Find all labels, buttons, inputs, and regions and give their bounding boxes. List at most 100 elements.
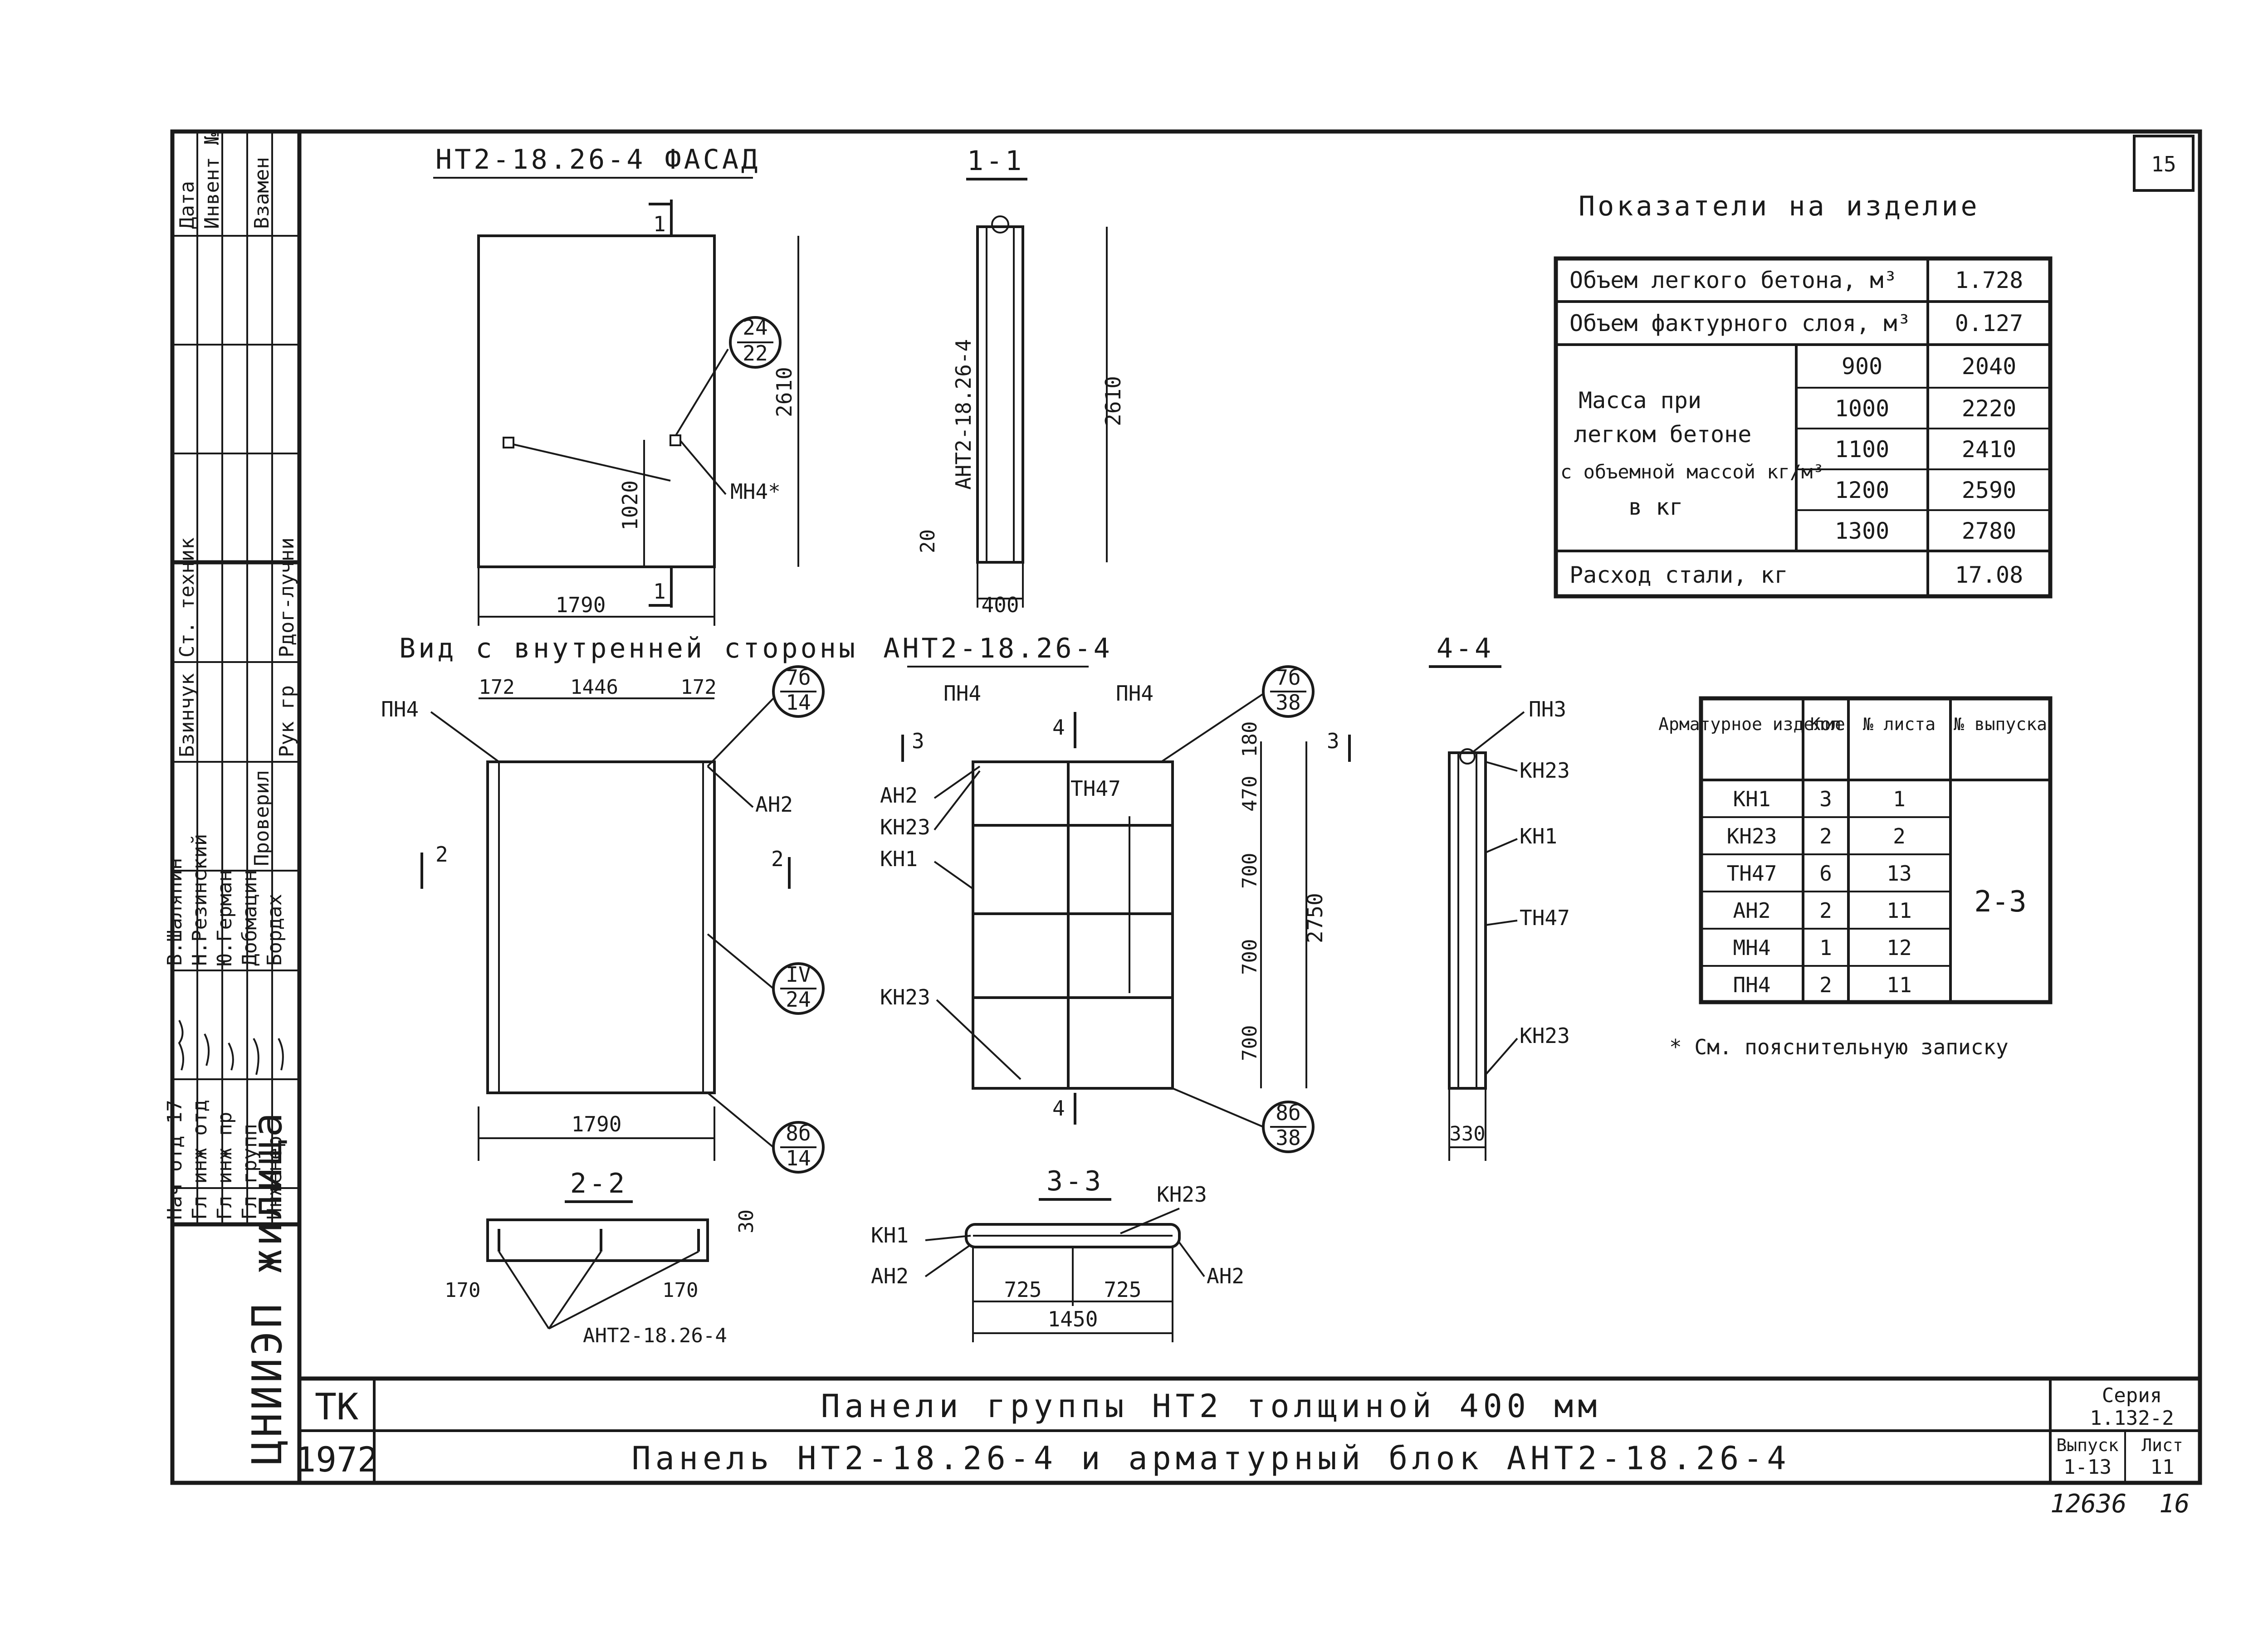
inner-dim-right: 172 [680, 676, 716, 699]
section-2-2: 2-2 АНТ2-18.26-4 170 170 30 [445, 1168, 758, 1347]
sec33-label-kn1: КН1 [871, 1223, 909, 1247]
ind-mass-5: 2780 [1962, 518, 2016, 544]
ind-row2-label: Объем фактурного слоя, м³ [1569, 310, 1911, 336]
block-dim-2: 700 [1238, 853, 1261, 889]
org-name: ЦНИИЭП жилища [244, 1110, 291, 1465]
sec22-dim-left: 170 [445, 1279, 480, 1302]
spec-r6-sheet: 11 [1887, 973, 1911, 997]
ind-mass-1: 2040 [1962, 353, 2016, 380]
stamp-page: 16 [2159, 1489, 2190, 1519]
ind-mass-label-1: Масса при [1579, 387, 1701, 414]
spec-r2-item: КН23 [1727, 824, 1777, 848]
stamp-role-1: Нач отд 17 [163, 1100, 186, 1220]
inner-cut-left: 2 [435, 842, 448, 867]
spec-r4-item: АН2 [1733, 898, 1770, 923]
block-circle2-bottom: 38 [1276, 1126, 1300, 1150]
spec-r5-sheet: 12 [1887, 936, 1911, 960]
stamp-name-1: В.Шаляпин [163, 858, 186, 966]
sheet-frame [170, 129, 2202, 1485]
sec33-label-kn23: КН23 [1157, 1182, 1207, 1207]
spec-table: Арматурное изделие Кол № листа № выпуска… [1658, 696, 2053, 1059]
spec-issue: 2-3 [1974, 885, 2027, 919]
facade-dim-width: 1790 [556, 593, 606, 617]
stamp-role-2: Гл инж отд [188, 1100, 211, 1220]
spec-r2-qty: 2 [1819, 824, 1832, 848]
section-1-1: 1-1 АНТ2-18.26-4 2610 20 400 [916, 145, 1125, 617]
sec11-block-label: АНТ2-18.26-4 [951, 339, 976, 490]
spec-r3-sheet: 13 [1887, 861, 1911, 886]
facade-circle-top: 24 [743, 315, 767, 340]
spec-note: * См. пояснительную записку [1669, 1035, 2009, 1059]
block-dim-3: 700 [1238, 939, 1261, 975]
ind-mass-label-2: легком бетоне [1574, 421, 1751, 448]
facade-title: НТ2-18.26-4 ФАСАД [435, 144, 760, 175]
spec-header-issue: № выпуска [1954, 714, 2047, 734]
block-dim-4: 700 [1238, 1025, 1261, 1061]
ind-mass-4: 2590 [1962, 477, 2016, 503]
block-label-an2: АН2 [880, 783, 918, 808]
ind-density-5: 1300 [1835, 518, 1889, 544]
block-title: АНТ2-18.26-4 [883, 633, 1112, 664]
sec33-label-an2-left: АН2 [871, 1264, 909, 1288]
inner-view: Вид с внутренней стороны 172 1446 172 ПН… [381, 633, 855, 1174]
block-cut4-top: 4 [1052, 715, 1065, 740]
block-cut3-right: 3 [1327, 729, 1339, 753]
spec-header-item: Арматурное изделие [1658, 714, 1845, 734]
page-number: 15 [2151, 152, 2176, 176]
sec44-label-kn1: КН1 [1520, 824, 1557, 848]
facade-circle-bottom: 22 [743, 341, 767, 365]
tb-year: 1972 [295, 1439, 378, 1480]
spec-r6-item: ПН4 [1733, 973, 1770, 997]
ind-density-1: 900 [1842, 353, 1882, 380]
reinforcement-block: АНТ2-18.26-4 ПН4 ПН4 АН2 КН23 КН1 ТН47 К… [880, 633, 1351, 1153]
spec-r5-qty: 1 [1819, 936, 1832, 960]
facade-view: НТ2-18.26-4 ФАСАД 1 1 24 22 МН4* 1020 26… [433, 144, 799, 626]
sec33-dim-right: 725 [1104, 1277, 1141, 1302]
inner-circle3-top: 8б [786, 1121, 811, 1145]
section-3-3: 3-3 КН1 АН2 КН23 АН2 725 725 1450 [871, 1165, 1244, 1342]
facade-circle-ref [729, 316, 782, 369]
stamp-checked-2: Бзинчук [176, 673, 199, 757]
tb-sheet-label: Лист [2141, 1435, 2183, 1455]
block-label-tn47: ТН47 [1070, 776, 1121, 801]
inner-label-pn4: ПН4 [381, 697, 419, 721]
inner-panel [486, 760, 716, 1094]
sec11-dim-height: 2610 [1101, 376, 1125, 426]
tb-line-2: Панель НТ2-18.26-4 и арматурный блок АНТ… [631, 1440, 1790, 1477]
block-circle2-top: 8б [1276, 1101, 1300, 1125]
tb-line-1: Панели группы НТ2 толщиной 400 мм [821, 1388, 1602, 1425]
ind-steel-value: 17.08 [1955, 562, 2024, 588]
sec44-dim-width: 330 [1449, 1122, 1485, 1145]
facade-panel [477, 234, 716, 568]
stamp-name-5: Бордах [263, 894, 286, 966]
signatures [178, 1020, 284, 1075]
sec22-block-label: АНТ2-18.26-4 [583, 1324, 727, 1347]
block-cut4-bottom: 4 [1052, 1096, 1065, 1121]
sec22-dim-right: 170 [662, 1279, 698, 1302]
stamp-number: 12636 [2050, 1489, 2127, 1519]
inner-dim-mid: 1446 [570, 676, 618, 699]
inner-circle1-bottom: 14 [786, 690, 811, 715]
facade-dim-height-mark: 1020 [618, 480, 642, 531]
sec44-label-kn23-bottom: КН23 [1520, 1023, 1570, 1048]
tb-series: 1.132-2 [2090, 1407, 2174, 1430]
ind-row1-label: Объем легкого бетона, м³ [1569, 267, 1897, 293]
block-label-kn23: КН23 [880, 815, 930, 839]
spec-r1-sheet: 1 [1893, 787, 1906, 811]
tb-series-label: Серия [2102, 1384, 2162, 1407]
inner-circle2-top: IV [786, 962, 811, 987]
sec11-panel [976, 225, 1024, 564]
facade-dim-height: 2610 [772, 367, 797, 417]
sec11-title: 1-1 [967, 145, 1024, 177]
facade-mark: МН4* [730, 479, 781, 504]
stamp-checked-1: Ст. техник [176, 537, 199, 658]
ind-density-3: 1100 [1835, 436, 1889, 463]
stamp-top-col-2: Инвент № [200, 133, 224, 229]
block-cut3-left: 3 [912, 729, 924, 753]
spec-r3-item: ТН47 [1727, 861, 1777, 886]
stamp-checked-4: Рук гр [275, 685, 298, 757]
block-circle1-top: 7б [1276, 665, 1300, 690]
stamp-top-col-1: Дата [176, 181, 199, 229]
